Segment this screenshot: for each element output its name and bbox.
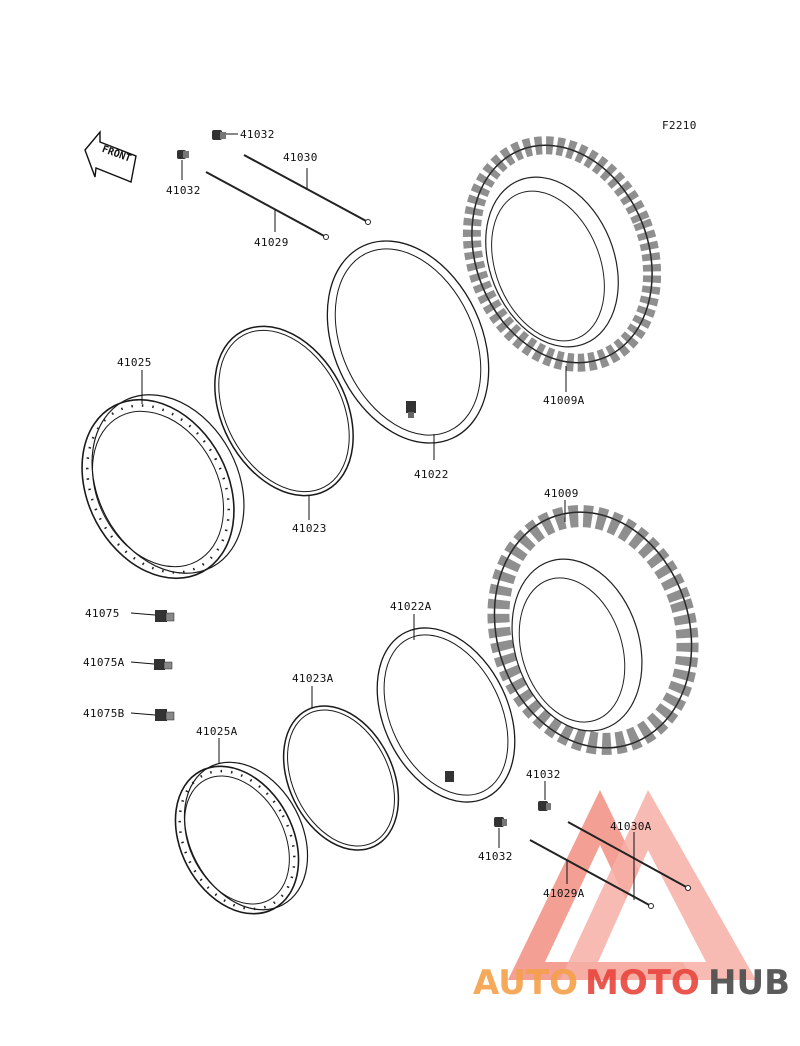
- collar-41075: 41075: [85, 607, 175, 622]
- spoke-41030A: 41030A: [567, 820, 691, 900]
- front-rim: 41025: [81, 356, 245, 580]
- front-arrow-icon: FRONT: [84, 130, 137, 183]
- label-41030: 41030: [283, 151, 318, 164]
- rear-inner-tube: 41022A: [376, 600, 516, 803]
- label-41023: 41023: [292, 522, 327, 535]
- valve-cap-top: 41032: [212, 128, 275, 141]
- label-41029: 41029: [254, 236, 289, 249]
- label-41075: 41075: [85, 607, 120, 620]
- watermark-part3: HUB: [708, 963, 790, 1003]
- watermark-logo-icon: [508, 790, 756, 980]
- spoke-41029: 41029: [205, 171, 329, 249]
- front-inner-tube: 41022: [326, 240, 490, 481]
- front-tire: 41009A: [462, 136, 662, 407]
- spoke-41029A: 41029A: [529, 839, 654, 909]
- label-41023A: 41023A: [292, 672, 334, 685]
- watermark-part2: MOTO: [585, 963, 700, 1003]
- label-41009A: 41009A: [543, 394, 585, 407]
- label-41032-rear-1: 41032: [526, 768, 561, 781]
- label-41030A: 41030A: [610, 820, 652, 833]
- rear-tire: 41009: [487, 487, 699, 755]
- label-41029A: 41029A: [543, 887, 585, 900]
- front-rim-band: 41023: [214, 325, 354, 535]
- watermark-text: AUTO MOTO HUB: [473, 963, 790, 1003]
- label-41075A: 41075A: [83, 656, 125, 669]
- collar-41075A: 41075A: [83, 656, 173, 670]
- label-41022A: 41022A: [390, 600, 432, 613]
- label-41075B: 41075B: [83, 707, 125, 720]
- valve-cap-rear-2: 41032: [478, 817, 513, 863]
- label-41032-rear-2: 41032: [478, 850, 513, 863]
- valve-cap-left: 41032: [166, 150, 201, 197]
- spoke-41030: 41030: [243, 151, 371, 225]
- label-41025A: 41025A: [196, 725, 238, 738]
- diagram-code: F2210: [662, 119, 697, 132]
- label-41032-left: 41032: [166, 184, 201, 197]
- watermark-part1: AUTO: [473, 963, 578, 1003]
- valve-cap-rear-1: 41032: [526, 768, 561, 811]
- label-41025: 41025: [117, 356, 152, 369]
- rear-rim-band: 41023A: [282, 672, 400, 851]
- rear-rim: 41025A: [174, 725, 309, 915]
- label-41009: 41009: [544, 487, 579, 500]
- collar-41075B: 41075B: [83, 707, 175, 721]
- label-41022: 41022: [414, 468, 449, 481]
- label-41032-top: 41032: [240, 128, 275, 141]
